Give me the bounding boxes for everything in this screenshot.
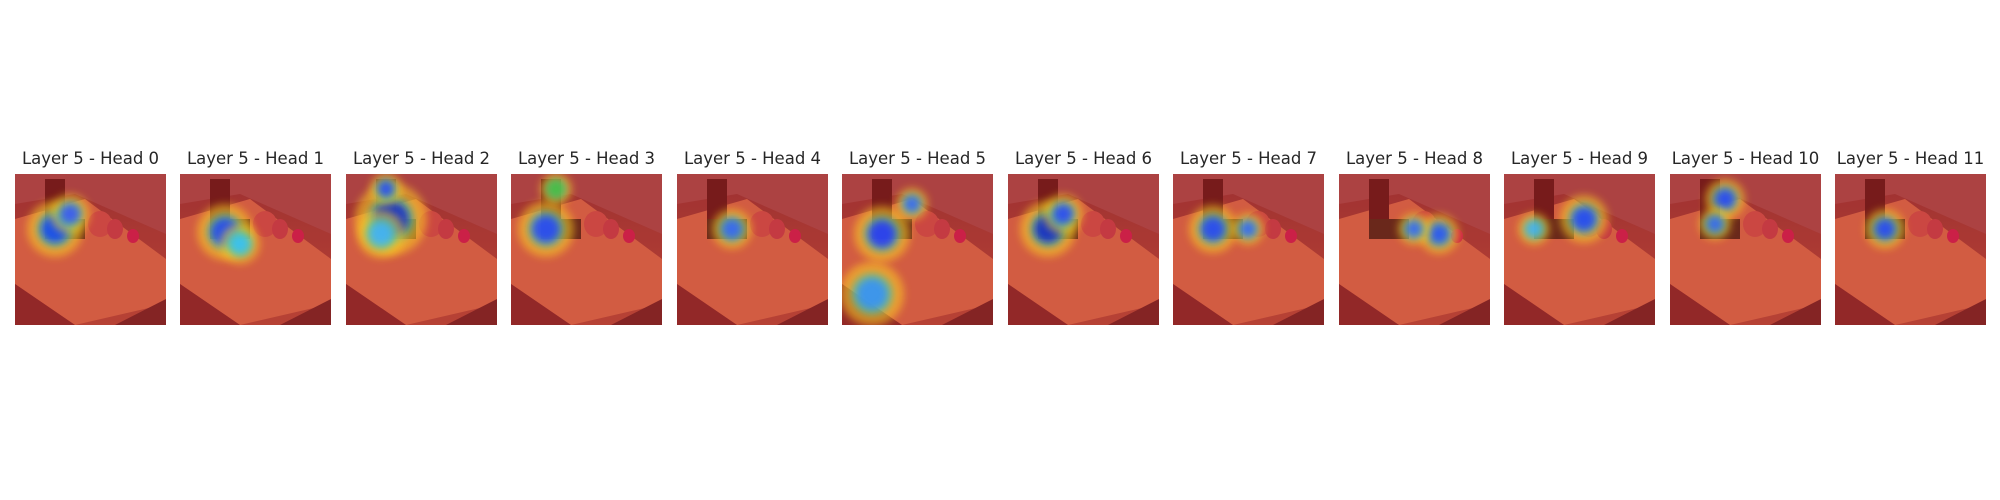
panel-title: Layer 5 - Head 10	[1671, 149, 1820, 168]
panel-title: Layer 5 - Head 4	[683, 149, 822, 168]
attention-heatmap-image	[1008, 174, 1159, 325]
attention-heatmap-image	[1670, 174, 1821, 325]
panel-title: Layer 5 - Head 2	[352, 149, 491, 168]
attention-heatmap-image	[842, 174, 993, 325]
panel-title: Layer 5 - Head 0	[21, 149, 160, 168]
attention-heatmap-image	[1339, 174, 1490, 325]
panel-title: Layer 5 - Head 7	[1179, 149, 1318, 168]
attention-heatmap-image	[1173, 174, 1324, 325]
panel-title: Layer 5 - Head 3	[517, 149, 656, 168]
attention-heatmap-image	[180, 174, 331, 325]
attention-heatmap-image	[511, 174, 662, 325]
panel-title: Layer 5 - Head 8	[1345, 149, 1484, 168]
panel-title: Layer 5 - Head 1	[186, 149, 325, 168]
attention-heatmap-image	[346, 174, 497, 325]
panel-title: Layer 5 - Head 5	[848, 149, 987, 168]
attention-heatmap-image	[1504, 174, 1655, 325]
panel-title: Layer 5 - Head 9	[1510, 149, 1649, 168]
panel-title: Layer 5 - Head 6	[1014, 149, 1153, 168]
attention-heatmap-image	[1835, 174, 1986, 325]
attention-heatmap-image	[677, 174, 828, 325]
attention-heatmap-image	[15, 174, 166, 325]
panel-title: Layer 5 - Head 11	[1836, 149, 1985, 168]
